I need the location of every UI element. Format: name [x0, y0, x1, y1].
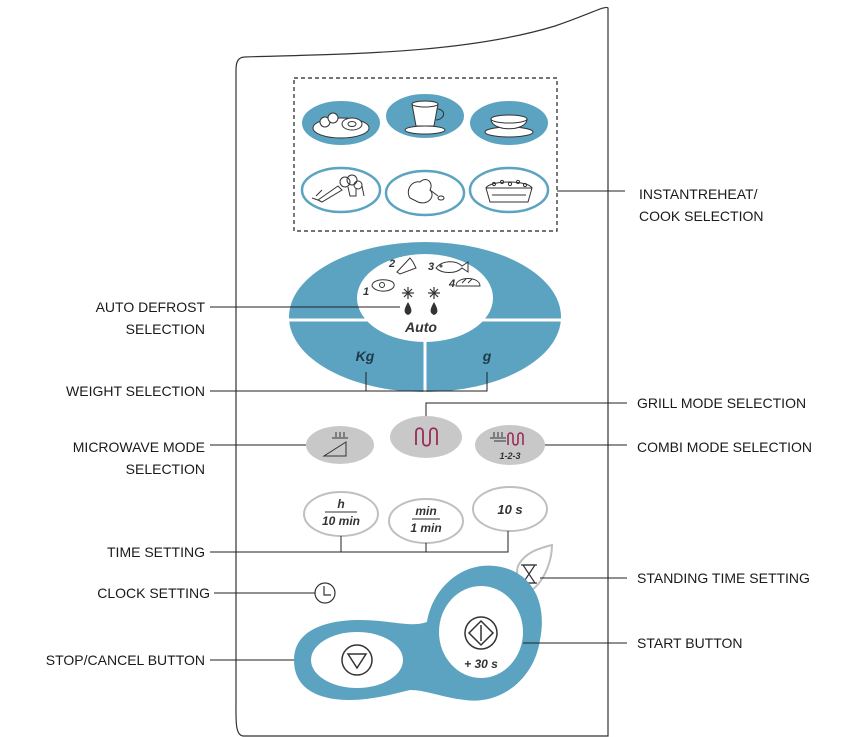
hourglass-icon [521, 564, 537, 584]
callout-time-setting: TIME SETTING [107, 544, 205, 560]
grill-icon [415, 427, 438, 447]
callout-stop-cancel: STOP/CANCEL BUTTON [45, 652, 205, 668]
callout-start-button: START BUTTON [637, 635, 743, 651]
cup-icon [404, 100, 446, 135]
time-h-top: h [337, 497, 344, 511]
plate-of-food-icon [312, 112, 370, 139]
reheat-button-drink[interactable] [384, 92, 466, 140]
reheat-button-soup[interactable] [468, 99, 550, 147]
start-diamond-icon [467, 619, 495, 647]
callout-auto-defrost: AUTO DEFROST SELECTION [0, 296, 205, 340]
stop-circle-icon [341, 644, 373, 676]
time-min-top: min [415, 504, 436, 518]
weight-kg-button[interactable]: Kg [356, 348, 375, 364]
defrost-num-2: 2 [388, 258, 395, 270]
callout-auto-defrost-line1: AUTO DEFROST [95, 299, 205, 315]
stop-triangle-icon [346, 653, 368, 670]
microwave-mode-button[interactable] [306, 426, 374, 464]
time-min-bottom: 1 min [410, 521, 441, 535]
time-10s-button[interactable]: 10 s [472, 486, 548, 532]
instant-reheat-box [293, 77, 558, 232]
defrost-num-4: 4 [448, 278, 455, 290]
callout-grill-mode: GRILL MODE SELECTION [637, 395, 807, 411]
callout-clock-setting: CLOCK SETTING [97, 585, 210, 601]
start-button[interactable]: + 30 s [439, 586, 523, 678]
auto-defrost-dial [289, 242, 561, 392]
weight-g-button[interactable]: g [482, 348, 492, 364]
callout-standing-time: STANDING TIME SETTING [637, 570, 810, 586]
time-10s-label: 10 s [497, 502, 522, 517]
gratin-dish-icon [485, 179, 533, 203]
stop-cancel-button[interactable] [311, 632, 403, 688]
defrost-num-3: 3 [428, 261, 434, 273]
reheat-button-gratin[interactable] [468, 166, 550, 214]
defrost-poultry-icon [396, 257, 417, 275]
reheat-button-plate[interactable] [300, 99, 382, 147]
reheat-button-vegetables[interactable] [300, 166, 382, 214]
callout-microwave-mode: MICROWAVE MODE SELECTION [0, 436, 205, 480]
defrost-bread-icon [455, 278, 481, 287]
vegetables-icon [311, 174, 365, 203]
time-h-button[interactable]: h 10 min [303, 491, 379, 537]
callout-instant-reheat: INSTANTREHEAT/ COOK SELECTION [639, 183, 763, 227]
defrost-num-1: 1 [363, 286, 369, 298]
combi-mode-button[interactable]: 1-2-3 [475, 425, 545, 465]
callout-instant-reheat-line2: COOK SELECTION [639, 208, 764, 224]
reheat-button-poultry[interactable] [384, 169, 466, 217]
clock-button[interactable] [314, 582, 336, 604]
clock-icon [323, 586, 331, 596]
combi-sub-label: 1-2-3 [499, 451, 520, 461]
time-min-button[interactable]: min 1 min [388, 498, 464, 544]
time-h-bottom: 10 min [322, 514, 360, 528]
auto-defrost-button[interactable] [357, 254, 493, 342]
callout-auto-defrost-line2: SELECTION [125, 321, 205, 337]
defrost-meat-icon [371, 279, 395, 292]
soup-bowl-icon [484, 114, 534, 138]
defrost-fish-icon [435, 261, 469, 273]
microwave-icon [322, 432, 348, 457]
auto-label: Auto [404, 319, 437, 335]
callout-microwave-mode-line2: SELECTION [125, 461, 205, 477]
callout-instant-reheat-line1: INSTANTREHEAT/ [639, 186, 758, 202]
callout-microwave-mode-line1: MICROWAVE MODE [72, 439, 205, 455]
callout-weight-selection: WEIGHT SELECTION [66, 383, 205, 399]
leader-lines [210, 190, 627, 661]
callout-combi-mode: COMBI MODE SELECTION [637, 439, 813, 455]
start-sub-label: + 30 s [464, 657, 498, 671]
grill-mode-button[interactable] [390, 416, 462, 458]
start-circle-icon [464, 616, 498, 650]
defrost-snowflake-drop-icon [402, 287, 440, 315]
chicken-icon [407, 179, 445, 204]
combi-icon [490, 432, 524, 446]
